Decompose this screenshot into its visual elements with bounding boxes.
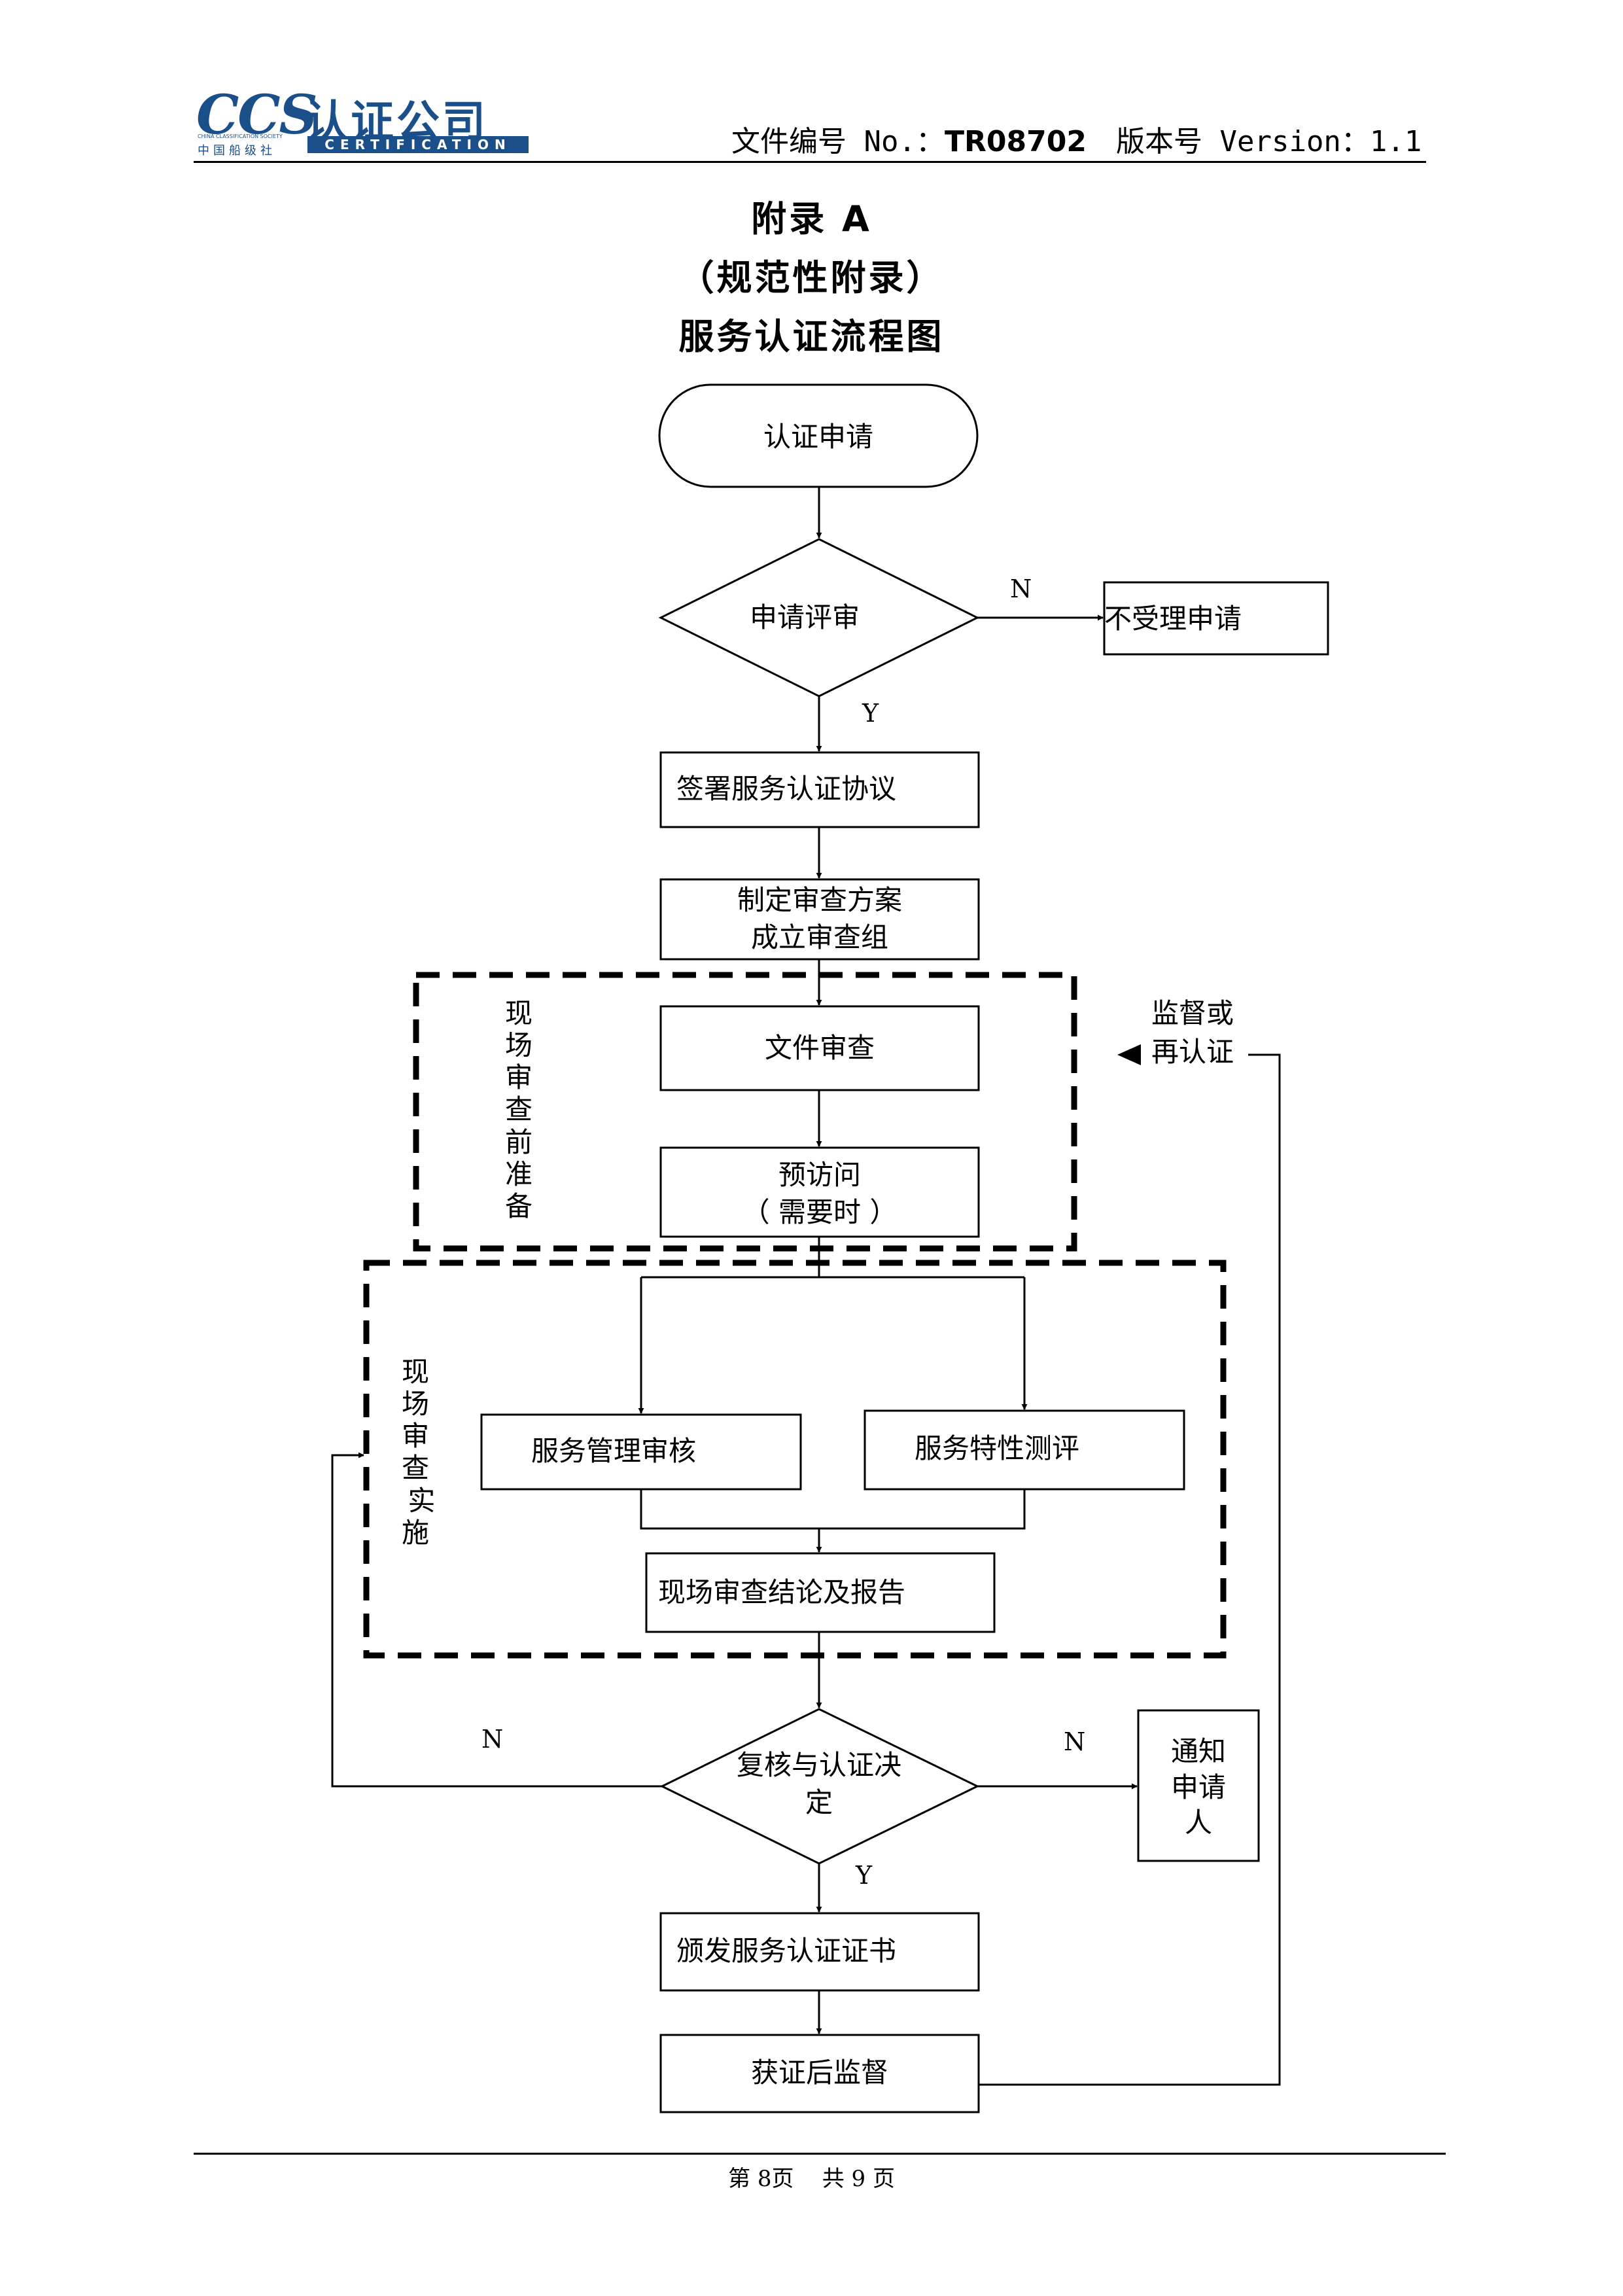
impl-char-5: 实 <box>399 1484 436 1517</box>
surveillance-label: 获证后监督 <box>750 2057 888 2089</box>
arrow-decision-back <box>331 1452 662 1788</box>
notify-label-line3: 人 <box>1184 1807 1212 1839</box>
page-footer: 第 8页 共 9 页 <box>0 2161 1623 2193</box>
prep-group-label: 现场审查前准备 <box>504 997 532 1222</box>
review-no-label: N <box>1010 574 1032 603</box>
logo-society-en: CHINA CLASSIFICATION SOCIETY <box>198 133 283 139</box>
notify-label: 通知 申请 人 <box>1138 1734 1259 1841</box>
version-label: 版本号 Version： <box>1116 125 1370 158</box>
doc-number-label: 文件编号 No.： <box>731 125 945 158</box>
prep-group-frame <box>413 972 1077 1252</box>
conclusion-box <box>645 1552 996 1633</box>
plan-label: 制定审查方案 成立审查组 <box>661 882 979 956</box>
review-yes-label: Y <box>862 699 879 728</box>
pre-visit-label-line1: 预访问 <box>778 1159 861 1191</box>
decision-notify-no-label: N <box>1064 1727 1086 1756</box>
impl-char-3: 审 <box>401 1420 429 1453</box>
decision-label-line2: 定 <box>805 1786 833 1818</box>
surveillance-loop <box>979 1053 1281 2086</box>
impl-char-2: 场 <box>401 1388 429 1421</box>
version: 版本号 Version：1.1 <box>1116 118 1422 160</box>
review-label: 申请评审 <box>750 601 860 633</box>
pre-visit-label-line2: （ 需要时 ） <box>742 1195 898 1228</box>
impl-char-4: 查 <box>401 1452 429 1485</box>
reject-box <box>1103 581 1329 656</box>
impl-char-6: 施 <box>401 1516 429 1549</box>
plan-label-line2: 成立审查组 <box>750 921 888 953</box>
doc-number-value: TR08702 <box>944 125 1087 158</box>
impl-char-1: 现 <box>401 1356 429 1388</box>
recert-arrowhead <box>1117 1044 1141 1065</box>
mgmt-review-label: 服务管理审核 <box>531 1435 697 1467</box>
page-number: 第 8页 <box>728 2166 794 2192</box>
notify-label-line2: 申请 <box>1170 1771 1226 1803</box>
diagram-title: 服务认证流程图 <box>678 316 945 357</box>
header-rule <box>194 161 1426 163</box>
decision-yes-label: Y <box>856 1861 873 1890</box>
version-value: 1.1 <box>1369 125 1422 158</box>
issue-label: 颁发服务认证证书 <box>676 1935 897 1967</box>
char-eval-label: 服务特性测评 <box>915 1432 1080 1464</box>
logo-english: CERTIFICATION <box>307 136 529 153</box>
plan-label-line1: 制定审查方案 <box>737 884 902 916</box>
recert-label: 监督或 再认证 <box>1151 995 1234 1072</box>
recert-label-line2: 再认证 <box>1151 1035 1234 1068</box>
start-label: 认证申请 <box>763 421 873 453</box>
notify-label-line1: 通知 <box>1170 1735 1226 1767</box>
recert-label-line1: 监督或 <box>1151 997 1234 1029</box>
appendix-title: 附录 A <box>751 198 872 239</box>
notify-box <box>1137 1709 1260 1862</box>
decision-label-line1: 复核与认证决 <box>736 1749 901 1781</box>
merge-bar <box>640 1489 1026 1530</box>
appendix-subtitle: （规范性附录） <box>678 257 945 298</box>
sign-label: 签署服务认证协议 <box>676 773 897 805</box>
footer-rule <box>194 2153 1446 2155</box>
decision-label: 复核与认证决 定 <box>713 1747 925 1821</box>
logo-society: 中国船级社 <box>198 144 276 158</box>
impl-group-label: 现 场 审 查 实 施 <box>399 1356 436 1549</box>
doc-number: 文件编号 No.：TR08702 <box>731 118 1087 160</box>
reject-label: 不受理申请 <box>1104 603 1242 635</box>
page-total: 共 9 页 <box>822 2166 895 2192</box>
surveillance-box <box>659 2034 980 2113</box>
decision-back-no-label: N <box>481 1725 504 1754</box>
pre-visit-label: 预访问 （ 需要时 ） <box>661 1157 979 1231</box>
doc-review-label: 文件审查 <box>764 1032 875 1064</box>
conclusion-label: 现场审查结论及报告 <box>658 1576 906 1608</box>
logo-mark: CCS <box>196 84 318 147</box>
